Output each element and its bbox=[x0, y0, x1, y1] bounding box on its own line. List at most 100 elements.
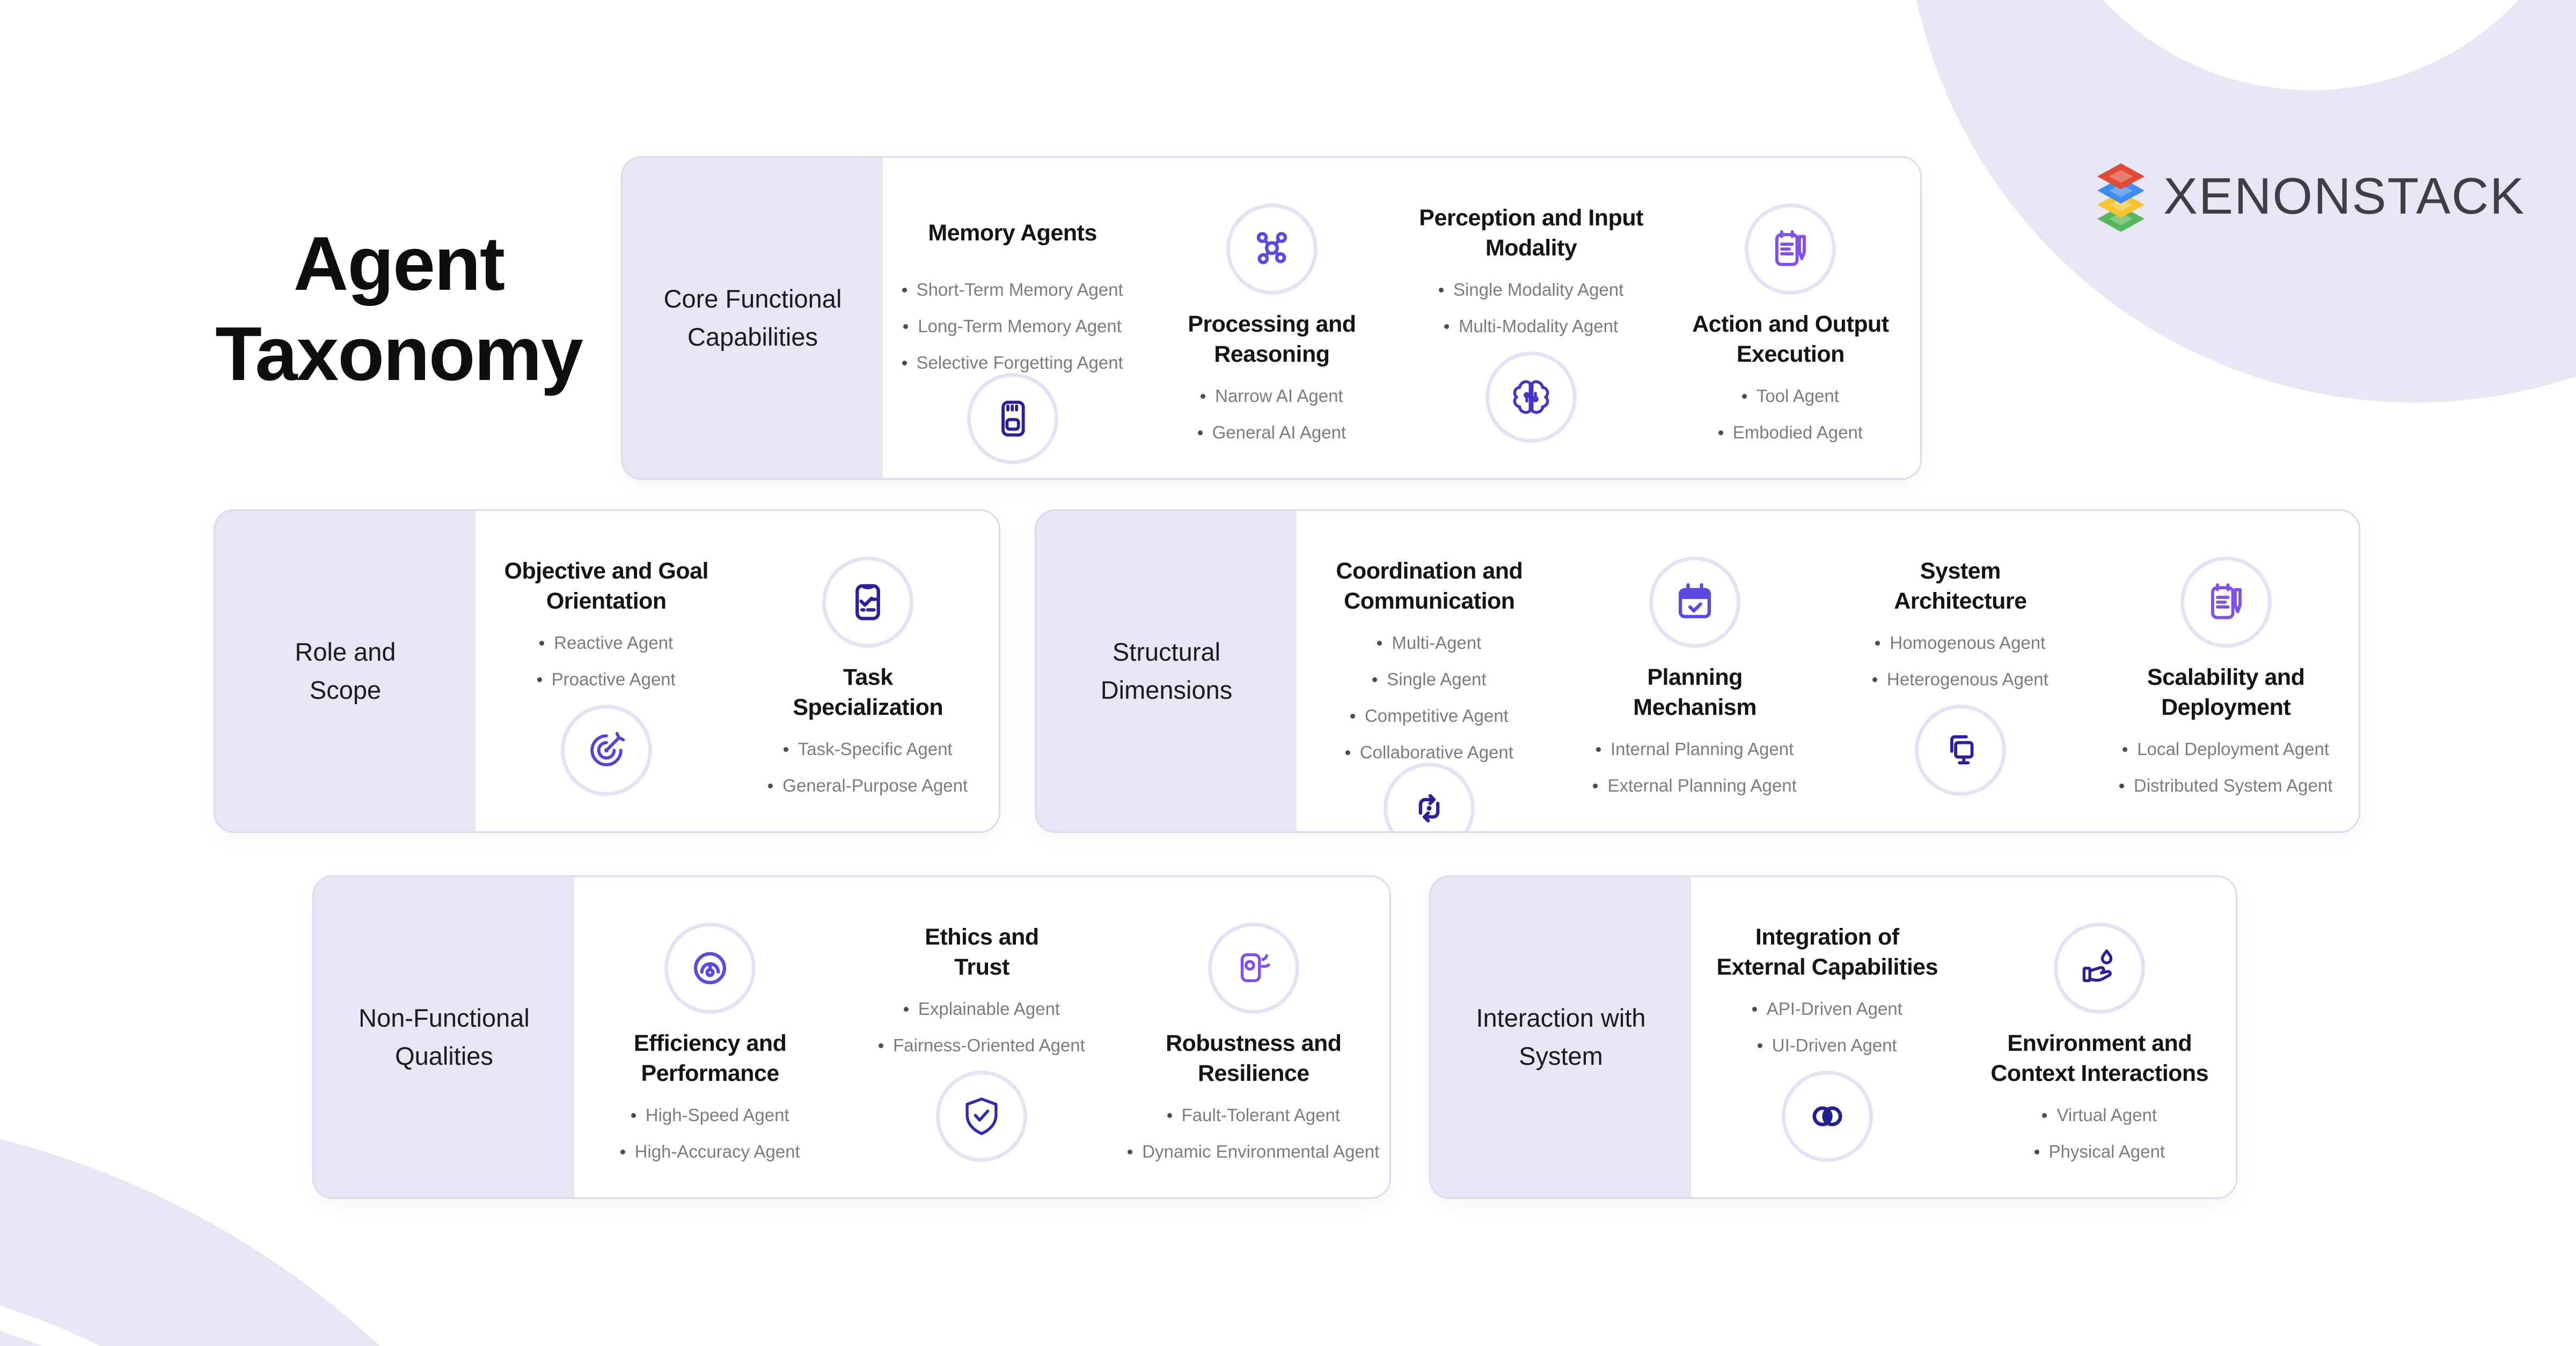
agent-list: Task-Specific Agent General-Purpose Agen… bbox=[768, 739, 968, 796]
monitor-copy-icon bbox=[1914, 705, 2006, 796]
list-item: Single Modality Agent bbox=[1438, 280, 1623, 300]
bullet-dot bbox=[1438, 287, 1444, 292]
section-title: Efficiency and Performance bbox=[633, 1030, 787, 1086]
section-title: Perception and Input Modality bbox=[1419, 205, 1643, 261]
section-title: System Architecture bbox=[1894, 558, 2027, 614]
card-label-panel: Structural Dimensions bbox=[1036, 511, 1297, 831]
bullet-dot bbox=[539, 640, 545, 646]
list-item: Single Agent bbox=[1372, 669, 1487, 690]
card-content: Objective and Goal Orientation Reactive … bbox=[475, 511, 999, 831]
page-title: Agent Taxonomy bbox=[215, 221, 583, 397]
bullet-dot bbox=[768, 783, 773, 788]
list-item: Homogenous Agent bbox=[1875, 633, 2045, 653]
section-memory-agents: Memory Agents Short-Term Memory Agent Lo… bbox=[883, 158, 1142, 478]
agent-list: Narrow AI Agent General AI Agent bbox=[1197, 386, 1346, 443]
calendar-check-icon bbox=[1649, 557, 1741, 648]
card-interaction-with-system: Interaction with System Integration of E… bbox=[1429, 875, 2237, 1199]
bullet-dot bbox=[1596, 747, 1601, 752]
bullet-dot bbox=[2042, 1113, 2047, 1118]
list-item: Local Deployment Agent bbox=[2123, 739, 2329, 759]
corner-blob-top-right bbox=[1916, 0, 2576, 403]
section-perception-and-input-modality: Perception and Input Modality Single Mod… bbox=[1402, 158, 1661, 478]
list-item: Distributed System Agent bbox=[2119, 776, 2332, 796]
section-scalability-and-deployment: Scalability and Deployment Local Deploym… bbox=[2093, 511, 2359, 831]
section-objective-and-goal-orientation: Objective and Goal Orientation Reactive … bbox=[475, 511, 737, 831]
bullet-dot bbox=[537, 677, 542, 682]
section-efficiency-and-performance: Efficiency and Performance High-Speed Ag… bbox=[574, 877, 846, 1197]
bullet-dot bbox=[1872, 677, 1877, 682]
agent-list: Reactive Agent Proactive Agent bbox=[537, 633, 676, 690]
section-system-architecture: System Architecture Homogenous Agent Het… bbox=[1828, 511, 2094, 831]
photo-sparkle-icon bbox=[1208, 923, 1299, 1014]
list-item: Reactive Agent bbox=[539, 633, 673, 653]
bullet-dot bbox=[1345, 750, 1350, 755]
list-item: Short-Term Memory Agent bbox=[902, 280, 1123, 300]
list-item: Embodied Agent bbox=[1718, 422, 1863, 443]
section-environment-and-context-interactions: Environment and Context Interactions Vir… bbox=[1964, 877, 2236, 1197]
bullet-dot bbox=[879, 1043, 884, 1048]
section-coordination-and-communication: Coordination and Communication Multi-Age… bbox=[1297, 511, 1562, 831]
bullet-dot bbox=[902, 360, 907, 365]
list-item: External Planning Agent bbox=[1593, 776, 1797, 796]
list-item: Explainable Agent bbox=[903, 999, 1060, 1019]
section-title: Environment and Context Interactions bbox=[1990, 1030, 2209, 1086]
bullet-dot bbox=[2119, 783, 2124, 788]
bullet-dot bbox=[631, 1113, 636, 1118]
brain-icon bbox=[1485, 352, 1577, 443]
agent-list: Internal Planning Agent External Plannin… bbox=[1593, 739, 1797, 796]
list-item: Narrow AI Agent bbox=[1201, 386, 1343, 406]
section-title: Memory Agents bbox=[928, 220, 1097, 246]
list-item: Multi-Modality Agent bbox=[1444, 316, 1618, 336]
bullet-dot bbox=[1593, 783, 1598, 788]
corner-ring-bottom-left bbox=[0, 1139, 380, 1346]
section-task-specialization: Task Specialization Task-Specific Agent … bbox=[737, 511, 999, 831]
bullet-dot bbox=[1197, 430, 1203, 435]
section-processing-and-reasoning: Processing and Reasoning Narrow AI Agent… bbox=[1142, 158, 1401, 478]
clipboard-pen-icon bbox=[1745, 203, 1836, 295]
agent-list: Explainable Agent Fairness-Oriented Agen… bbox=[879, 999, 1085, 1056]
agent-list: API-Driven Agent UI-Driven Agent bbox=[1752, 999, 1902, 1056]
card-label-panel: Role and Scope bbox=[215, 511, 475, 831]
list-item: Fairness-Oriented Agent bbox=[879, 1035, 1085, 1056]
sync-arrows-icon bbox=[1384, 763, 1475, 831]
bullet-dot bbox=[1377, 640, 1382, 646]
card-label-panel: Interaction with System bbox=[1431, 877, 1691, 1197]
section-title: Integration of External Capabilities bbox=[1716, 924, 1938, 980]
clipboard-pen-icon bbox=[2180, 557, 2272, 648]
list-item: High-Accuracy Agent bbox=[620, 1142, 800, 1162]
card-structural-dimensions: Structural Dimensions Coordination and C… bbox=[1035, 509, 2360, 833]
list-item: Internal Planning Agent bbox=[1596, 739, 1794, 759]
list-item: Proactive Agent bbox=[537, 669, 676, 690]
bullet-dot bbox=[1875, 640, 1880, 646]
bullet-dot bbox=[620, 1149, 625, 1154]
bullet-dot bbox=[1167, 1113, 1172, 1118]
list-item: Selective Forgetting Agent bbox=[902, 353, 1123, 373]
card-label: Role and Scope bbox=[295, 638, 396, 704]
hand-droplet-icon bbox=[2054, 923, 2146, 1014]
section-title: Coordination and Communication bbox=[1336, 558, 1523, 614]
section-title: Planning Mechanism bbox=[1633, 664, 1757, 720]
venn-icon bbox=[1781, 1071, 1873, 1162]
list-item: General-Purpose Agent bbox=[768, 776, 968, 796]
section-integration-of-external-capabilities: Integration of External Capabilities API… bbox=[1691, 877, 1964, 1197]
layer-stack-icon bbox=[2097, 163, 2145, 232]
bullet-dot bbox=[1350, 713, 1355, 719]
agent-list: Tool Agent Embodied Agent bbox=[1718, 386, 1863, 443]
bullet-dot bbox=[1201, 393, 1206, 399]
bullet-dot bbox=[903, 324, 909, 329]
list-item: General AI Agent bbox=[1197, 422, 1346, 443]
card-content: Efficiency and Performance High-Speed Ag… bbox=[574, 877, 1389, 1197]
section-ethics-and-trust: Ethics and Trust Explainable Agent Fairn… bbox=[846, 877, 1117, 1197]
list-item: UI-Driven Agent bbox=[1757, 1035, 1897, 1056]
section-action-and-output-execution: Action and Output Execution Tool Agent E… bbox=[1661, 158, 1920, 478]
bullet-dot bbox=[1128, 1149, 1133, 1154]
section-title: Robustness and Resilience bbox=[1166, 1030, 1342, 1086]
shield-check-icon bbox=[936, 1071, 1028, 1162]
section-title: Task Specialization bbox=[793, 664, 943, 720]
section-title: Objective and Goal Orientation bbox=[504, 558, 709, 614]
memory-card-icon bbox=[967, 373, 1058, 464]
list-item: Heterogenous Agent bbox=[1872, 669, 2048, 690]
agent-list: High-Speed Agent High-Accuracy Agent bbox=[620, 1105, 800, 1162]
